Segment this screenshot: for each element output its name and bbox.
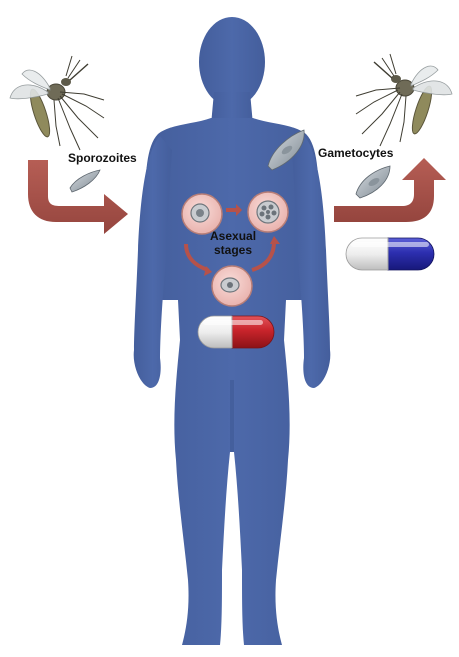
asexual-stages-label: Asexual stages <box>210 229 256 257</box>
sporozoite-icon <box>70 170 100 192</box>
blue-white-capsule-icon <box>346 238 434 270</box>
ring-stage-cell <box>182 194 222 234</box>
trophozoite-stage-cell <box>212 266 252 306</box>
red-white-capsule-icon <box>198 316 274 348</box>
schizont-stage-cell <box>248 192 288 232</box>
gametocytes-label: Gametocytes <box>318 146 393 160</box>
sporozoites-label: Sporozoites <box>68 151 137 165</box>
gametocyte-outside-icon <box>356 166 390 198</box>
entry-arrow <box>28 160 128 234</box>
asexual-label-line2: stages <box>210 243 256 257</box>
asexual-label-line1: Asexual <box>210 229 256 243</box>
right-mosquito-icon <box>356 54 452 146</box>
left-mosquito-icon <box>10 56 104 150</box>
